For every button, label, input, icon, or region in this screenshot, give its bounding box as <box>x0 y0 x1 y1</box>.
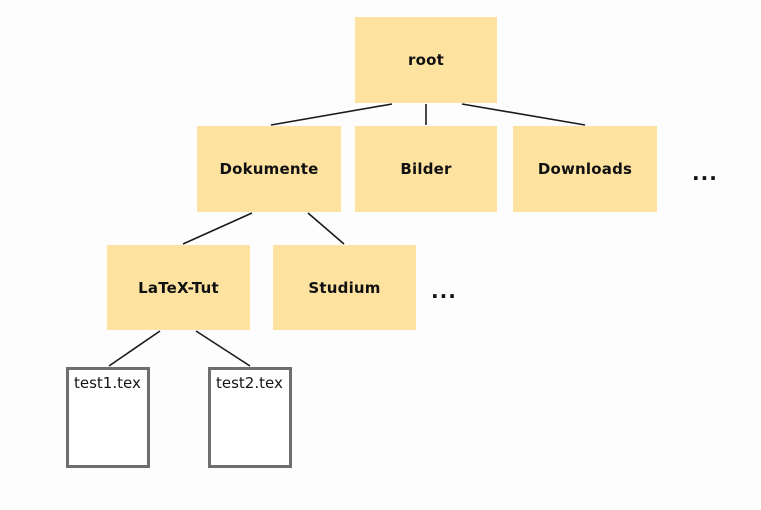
node-downloads-label: Downloads <box>537 160 633 178</box>
node-test2-tex-label: test2.tex <box>216 374 283 392</box>
node-dokumente[interactable]: Dokumente <box>197 126 341 212</box>
ellipsis-level3: ... <box>431 279 457 303</box>
node-root[interactable]: root <box>355 17 497 103</box>
ellipsis-level2: ... <box>692 161 718 185</box>
edge-root-dokumente <box>270 103 393 126</box>
node-test1-tex-label: test1.tex <box>74 374 141 392</box>
node-dokumente-label: Dokumente <box>219 160 319 178</box>
node-downloads[interactable]: Downloads <box>513 126 657 212</box>
node-bilder-label: Bilder <box>400 160 452 178</box>
node-latex-tut-label: LaTeX-Tut <box>138 278 219 297</box>
node-latex-tut[interactable]: LaTeX-Tut <box>107 245 250 330</box>
edge-latex-tut-test1 <box>108 330 161 367</box>
edge-root-downloads <box>461 103 586 126</box>
edge-latex-tut-test2 <box>195 330 251 367</box>
edge-dokumente-latex-tut <box>182 212 253 245</box>
node-bilder[interactable]: Bilder <box>355 126 497 212</box>
node-root-label: root <box>408 51 444 69</box>
node-test1-tex[interactable]: test1.tex <box>66 367 150 468</box>
edge-dokumente-studium <box>307 212 345 245</box>
node-studium[interactable]: Studium <box>273 245 416 330</box>
node-test2-tex[interactable]: test2.tex <box>208 367 292 468</box>
node-studium-label: Studium <box>308 278 381 297</box>
